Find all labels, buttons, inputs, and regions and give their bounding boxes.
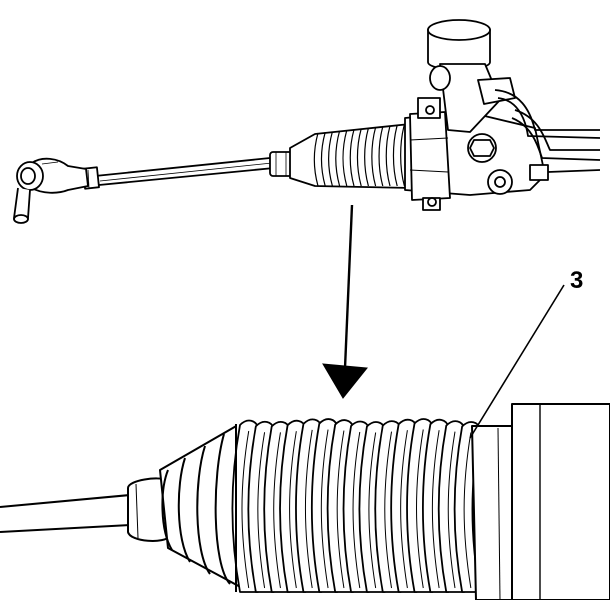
small-boot-rib: [349, 129, 355, 187]
small-boot-rib: [335, 130, 341, 187]
small-boot-rib: [385, 125, 391, 187]
steering-rack-assembly: [13, 19, 601, 224]
detail-arrow: [322, 204, 368, 399]
boot-end-collar: [127, 477, 171, 542]
tie-rod: [82, 157, 275, 190]
small-boot-rib: [364, 127, 369, 187]
rack-housing: [404, 19, 601, 211]
rack-housing-enlarged: [471, 403, 610, 600]
small-boot-rib: [400, 124, 405, 187]
small-boot-rib: [356, 128, 362, 187]
small-boot-rib: [371, 127, 377, 187]
small-boot-rib: [392, 125, 398, 187]
small-bellows-boot: [289, 123, 413, 189]
small-boot-rib: [313, 132, 319, 187]
small-boot-rib: [320, 132, 326, 187]
large-bellows-boot: [231, 418, 492, 593]
small-boot-rib: [328, 131, 333, 187]
callout-label: 3: [570, 267, 583, 294]
callout-3: 3: [469, 267, 583, 439]
tie-rod-end: [13, 157, 89, 224]
boot-detail-view: [0, 403, 610, 600]
rack-boot-clamp: [269, 151, 293, 177]
small-boot-rib: [378, 126, 384, 187]
tie-rod-enlarged: [0, 494, 131, 533]
callout-leader-line: [469, 284, 565, 439]
small-boot-rib: [342, 130, 348, 187]
